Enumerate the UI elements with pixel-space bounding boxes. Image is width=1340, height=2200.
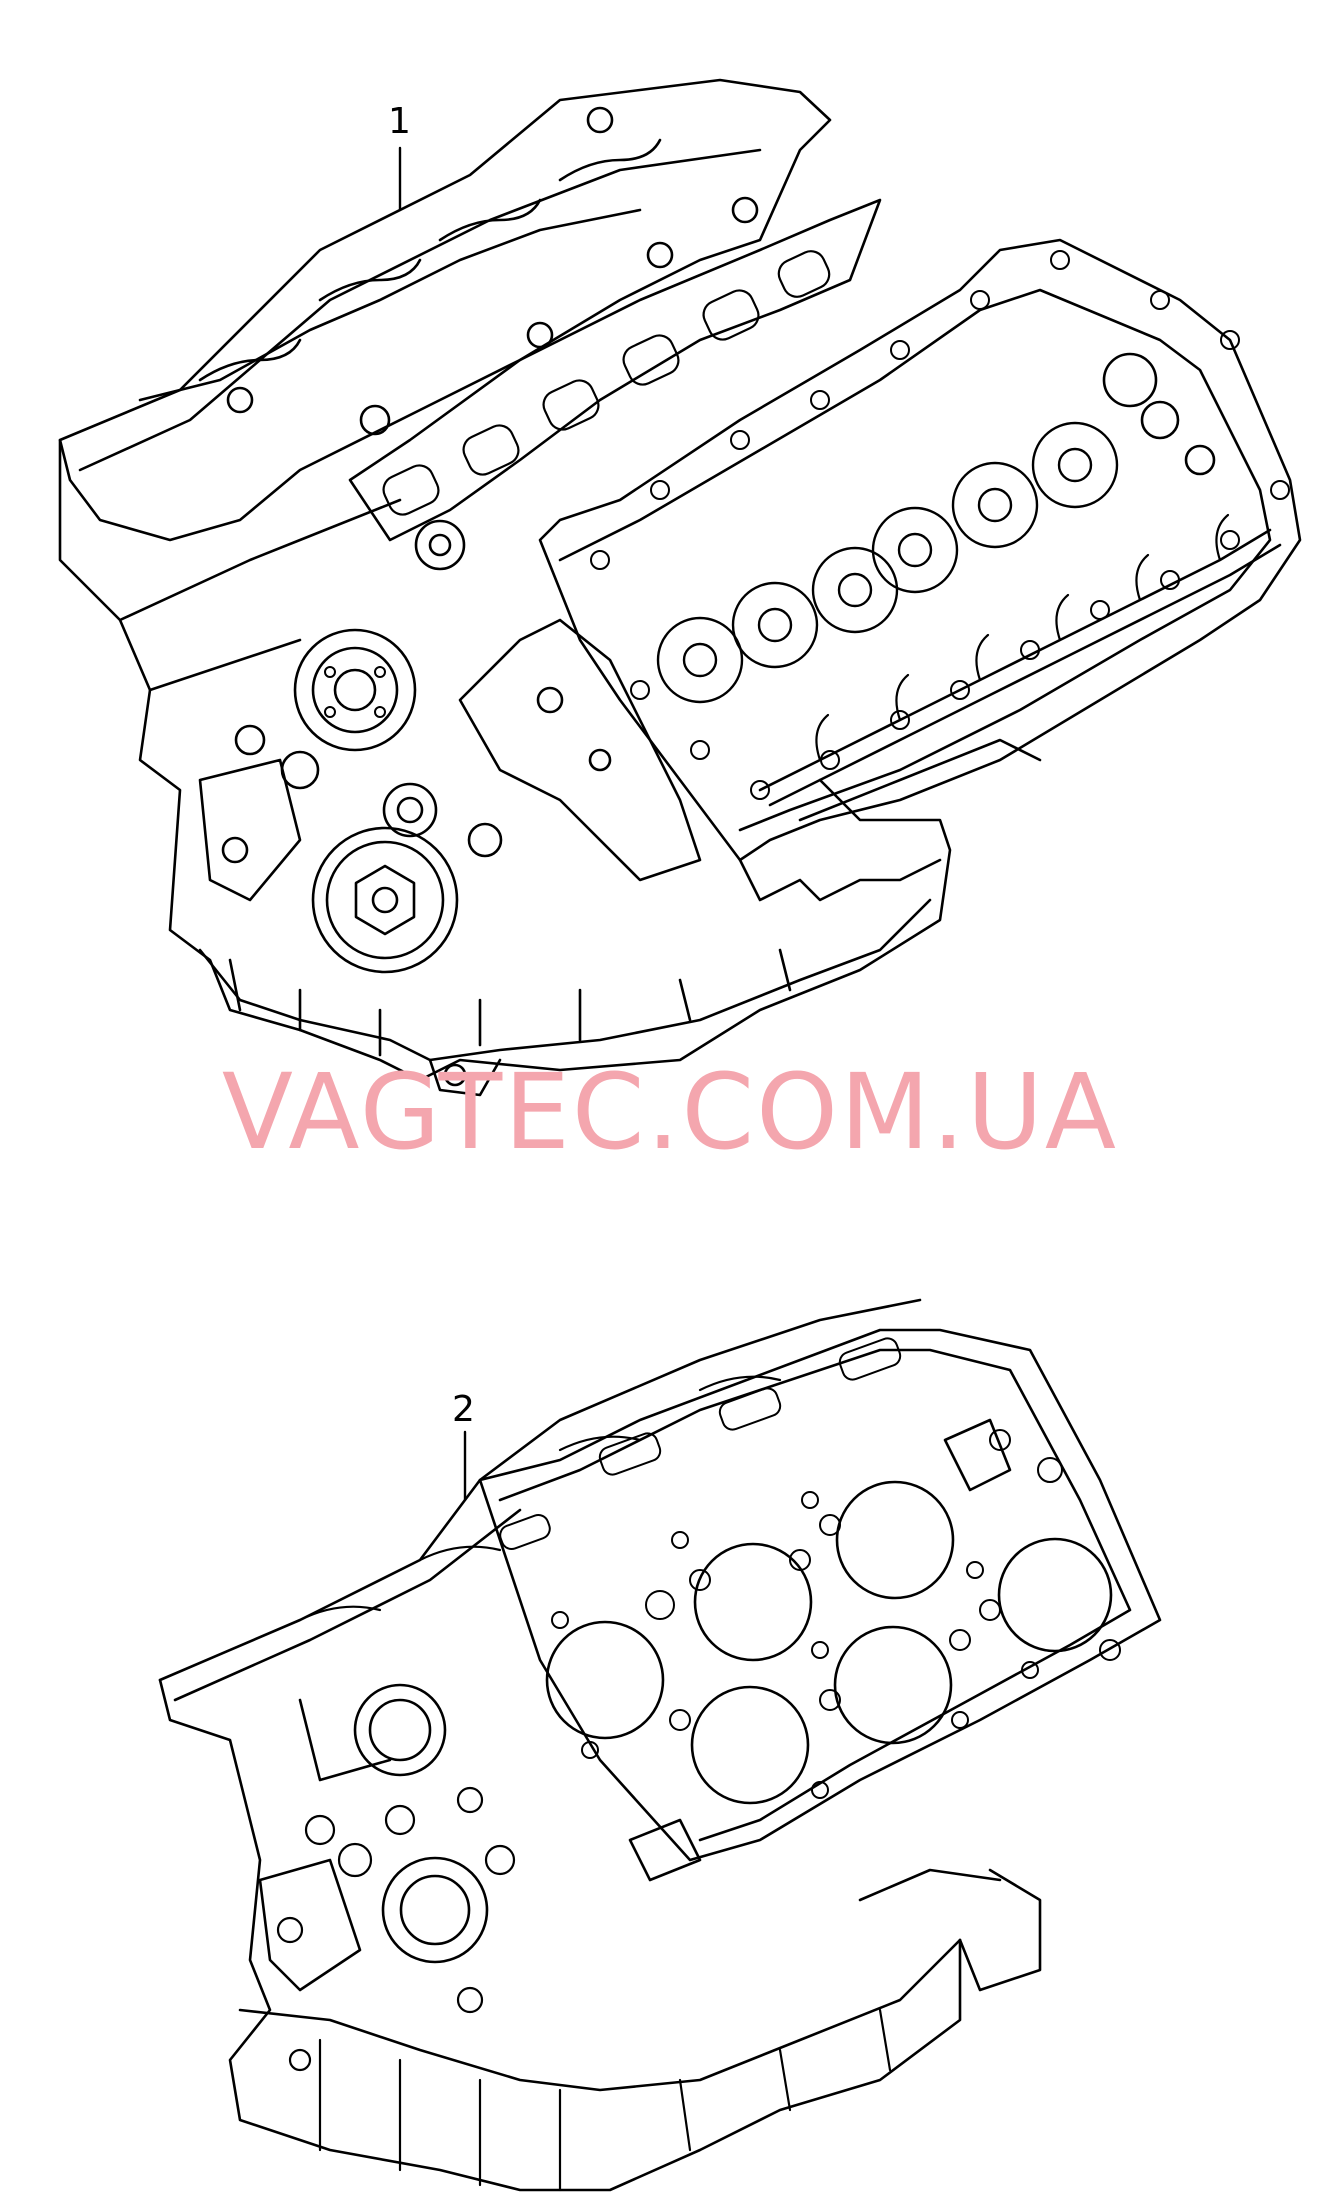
- short-block-illustration: [158, 1298, 1162, 2192]
- complete-engine-illustration: [58, 78, 1302, 1097]
- callout-2: 2: [452, 1389, 475, 1430]
- callout-1: 1: [388, 101, 411, 142]
- watermark-text: VAGTEC.COM.UA: [221, 1051, 1119, 1173]
